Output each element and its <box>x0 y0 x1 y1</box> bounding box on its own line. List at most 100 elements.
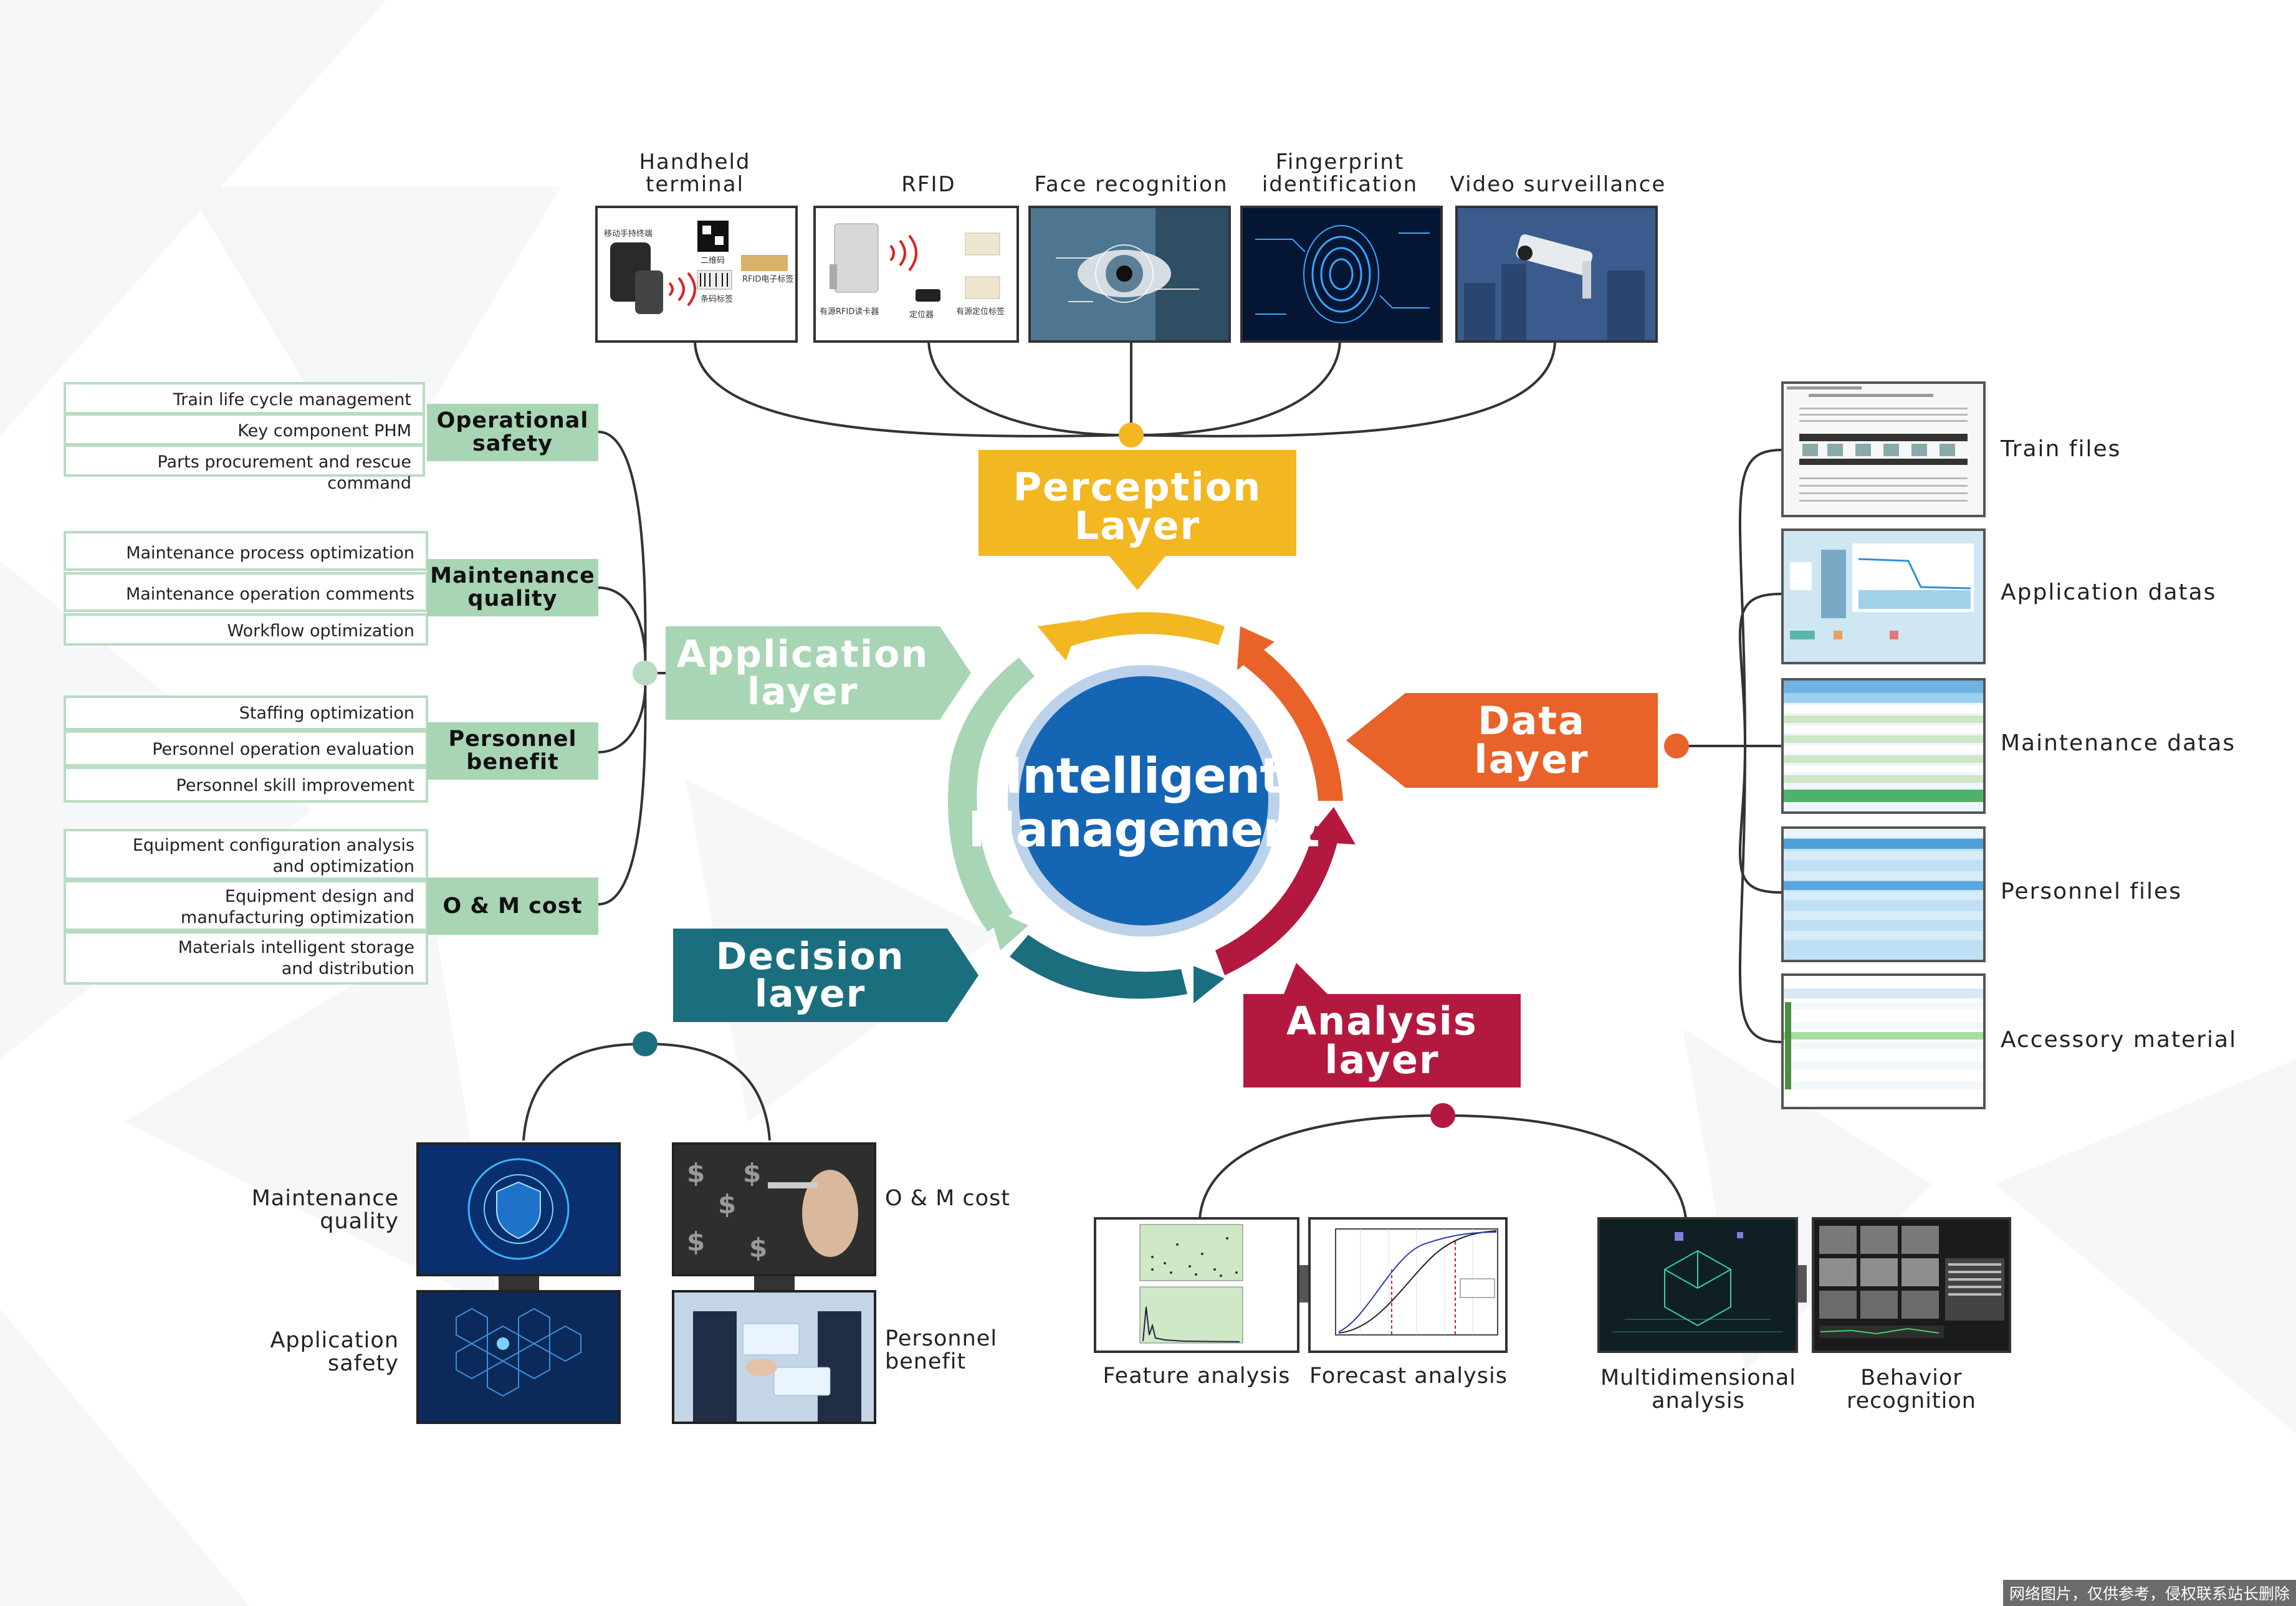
perception-label-video: Video surveillance <box>1450 172 1667 197</box>
cycle-arrow-analysis <box>1215 826 1340 975</box>
data-item-application-datas: Application datas <box>2001 580 2217 605</box>
cycle-arrow-application <box>948 657 1035 932</box>
forecast-analysis-image <box>1308 1217 1508 1353</box>
analysis-label-feature: Feature analysis <box>1103 1364 1291 1389</box>
app-leaf-personnel-skill: Personnel skill improvement <box>64 767 428 803</box>
center-title-line2: Management <box>967 802 1320 858</box>
app-cat-om-cost: O & M cost <box>427 877 598 935</box>
analysis-layer-line1: Analysis <box>1286 998 1478 1044</box>
rfid-thumb-text1: 有源RFID读卡器 <box>820 307 879 317</box>
accessory-material-image <box>1781 973 1986 1109</box>
watermark: 网络图片，仅供参考，侵权联系站长删除 <box>2002 1580 2296 1606</box>
svg-text:$: $ <box>749 1233 767 1263</box>
analysis-layer-label: Analysis layer <box>1243 994 1521 1087</box>
data-layer-line2: layer <box>1474 737 1589 782</box>
handheld-thumb-text3: RFID电子标签 <box>742 274 793 284</box>
app-leaf-train-life-cycle: Train life cycle management <box>64 382 425 414</box>
application-layer-label: Application layer <box>666 626 940 720</box>
perception-layer-line1: Perception <box>1013 464 1262 510</box>
center-cycle <box>948 612 1356 1003</box>
center-disk <box>1019 676 1268 925</box>
cycle-arrow-decision-head <box>1193 966 1225 1003</box>
multidimensional-analysis-image <box>1597 1217 1798 1353</box>
svg-text:$: $ <box>718 1189 736 1220</box>
perception-label-rfid: RFID <box>901 172 956 197</box>
cycle-arrow-perception-head <box>1038 620 1081 661</box>
app-leaf-parts-procurement: Parts procurement and rescue command <box>64 444 425 493</box>
personnel-files-image <box>1781 826 1986 962</box>
cycle-arrow-analysis-head <box>1306 807 1356 844</box>
rfid-image: 有源RFID读卡器 定位器 有源定位标签 <box>813 206 1019 343</box>
handheld-thumb-text4: 条码标签 <box>701 294 733 304</box>
cycle-arrow-decision <box>1010 935 1187 999</box>
application-layer-line1: Application <box>676 633 929 676</box>
app-leaf-maintenance-process: Maintenance process optimization <box>64 531 428 571</box>
monitor-stand-right <box>754 1276 795 1290</box>
decision-layer-shape <box>673 929 978 1022</box>
decision-personnel-benefit-image <box>672 1290 876 1424</box>
svg-text:$: $ <box>743 1158 761 1188</box>
behavior-recognition-image <box>1812 1217 2011 1353</box>
app-leaf-staffing: Staffing optimization <box>64 695 428 730</box>
app-leaf-workflow: Workflow optimization <box>64 613 428 646</box>
perception-label-face: Face recognition <box>1034 172 1228 197</box>
cycle-arrow-data <box>1237 639 1343 801</box>
data-item-train-files: Train files <box>2001 436 2121 462</box>
analysis-label-forecast: Forecast analysis <box>1309 1364 1508 1389</box>
cycle-arrow-application-head <box>988 907 1028 950</box>
analysis-layer-line2: layer <box>1324 1037 1440 1083</box>
video-surveillance-image <box>1455 206 1658 343</box>
analysis-connector-left <box>1299 1265 1308 1302</box>
perception-layer-line2: Layer <box>1074 503 1201 548</box>
train-files-image <box>1781 381 1986 517</box>
analysis-connector-right <box>1798 1265 1807 1302</box>
decision-label-om-cost: O & M cost <box>885 1186 1011 1211</box>
handheld-thumb-text1: 移动手持终端 <box>604 229 653 239</box>
maintenance-datas-image <box>1781 678 1986 814</box>
svg-text:$: $ <box>687 1226 705 1257</box>
app-leaf-maintenance-comments: Maintenance operation comments <box>64 572 428 612</box>
decision-application-safety-image <box>416 1290 621 1424</box>
perception-layer-shape <box>978 450 1296 590</box>
fingerprint-image <box>1240 206 1443 343</box>
data-layer-shape <box>1346 693 1658 788</box>
app-leaf-personnel-evaluation: Personnel operation evaluation <box>64 730 428 767</box>
analysis-layer-shape <box>1243 963 1521 1087</box>
data-item-personnel-files: Personnel files <box>2001 879 2182 904</box>
handheld-thumb-text2: 二维码 <box>701 256 725 265</box>
perception-layer-label: Perception Layer <box>978 460 1296 553</box>
decision-om-cost-image: $$$$$ <box>672 1142 876 1276</box>
decision-layer-line2: layer <box>754 972 866 1016</box>
decision-maintenance-quality-image <box>416 1142 621 1276</box>
data-layer-label: Data layer <box>1405 693 1658 788</box>
application-layer-shape <box>666 626 971 720</box>
data-item-maintenance-datas: Maintenance datas <box>2001 730 2236 756</box>
handheld-terminal-image: 移动手持终端 二维码 RFID电子标签 条码标签 <box>595 206 798 343</box>
monitor-stand-left <box>499 1276 539 1290</box>
feature-analysis-image <box>1094 1217 1299 1353</box>
cycle-arrow-data-head <box>1237 626 1275 670</box>
rfid-thumb-text3: 有源定位标签 <box>956 307 1005 317</box>
data-layer-line1: Data <box>1478 698 1586 743</box>
application-datas-image <box>1781 528 1986 664</box>
center-title-line1: Intelligent <box>1005 748 1283 805</box>
application-layer-line2: layer <box>747 670 859 714</box>
cycle-arrow-perception <box>1050 612 1225 651</box>
svg-text:$: $ <box>687 1158 705 1188</box>
center-title: Intelligent Management <box>968 701 1320 907</box>
app-leaf-key-component-phm: Key component PHM <box>64 413 425 446</box>
data-item-accessory-material: Accessory material <box>2001 1027 2237 1053</box>
face-recognition-image <box>1028 206 1231 343</box>
